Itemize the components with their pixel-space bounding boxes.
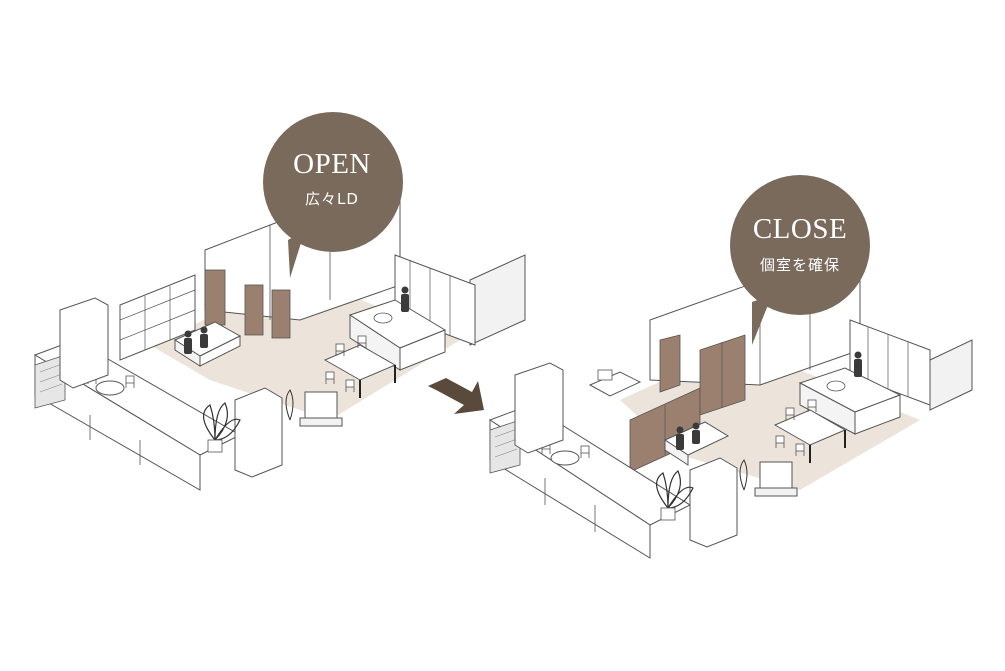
close-bubble-subtitle: 個室を確保 (759, 256, 840, 274)
close-partition-wall-3 (699, 334, 746, 416)
close-partition-wall-2 (659, 334, 681, 393)
close-kitchen-cabinet (849, 319, 931, 406)
close-right-wall (929, 339, 973, 411)
open-column-left (59, 297, 109, 389)
close-person-standing (854, 351, 862, 377)
open-speech-bubble (263, 112, 403, 278)
close-people-on-sofa (676, 422, 700, 450)
open-plant (203, 402, 241, 453)
open-right-wall (469, 254, 526, 346)
close-tv (759, 461, 793, 489)
open-bubble-title: OPEN (293, 148, 371, 180)
close-plant (656, 470, 694, 521)
close-column-right (689, 457, 738, 548)
open-column-right (234, 387, 283, 478)
close-layout-room (488, 244, 973, 559)
close-speech-bubble (730, 175, 870, 345)
open-partition-3 (271, 289, 291, 339)
open-partition-1 (204, 269, 226, 326)
open-terrace-table (95, 380, 125, 396)
open-person-standing (401, 286, 409, 312)
close-bubble-title: CLOSE (752, 213, 848, 245)
close-private-desk (588, 371, 642, 397)
transition-arrow (428, 378, 484, 414)
open-partition-2 (244, 284, 264, 336)
open-tv (304, 391, 338, 419)
open-shelves (119, 274, 196, 361)
open-bubble-subtitle: 広々LD (305, 190, 359, 208)
close-terrace-table (550, 450, 580, 466)
close-column-left (514, 362, 564, 454)
open-people-on-sofa (184, 326, 208, 354)
